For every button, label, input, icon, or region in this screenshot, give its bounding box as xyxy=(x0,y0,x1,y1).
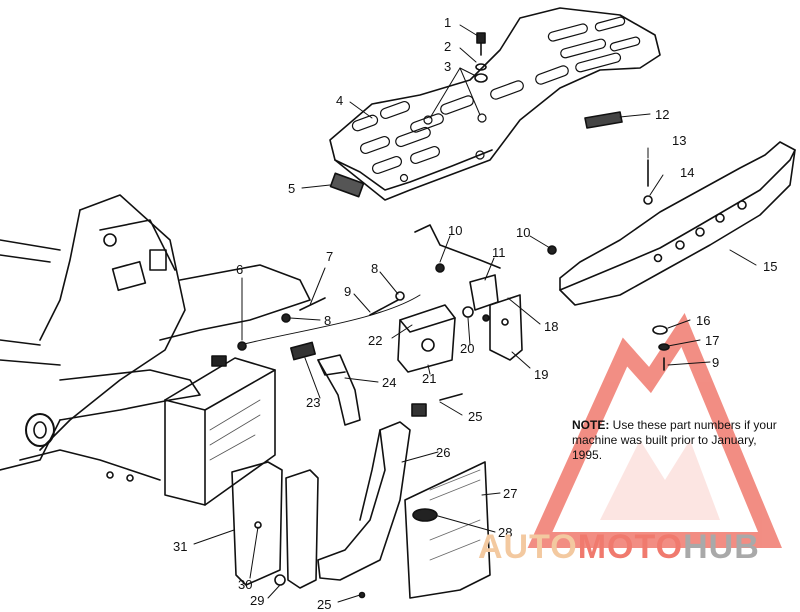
callout-1: 1 xyxy=(444,15,452,30)
chassis-frame xyxy=(0,194,311,482)
callout-24: 24 xyxy=(382,375,397,390)
callout-25-upper: 25 xyxy=(468,409,483,424)
callout-12: 12 xyxy=(655,107,670,122)
watermark-part-hub: HUB xyxy=(683,528,760,566)
part-26-bracket xyxy=(317,421,411,581)
note-text: Use these part numbers if your machine w… xyxy=(572,418,777,462)
part-31-mudflap xyxy=(231,461,319,589)
callout-13: 13 xyxy=(672,133,687,148)
callout-31: 31 xyxy=(173,539,188,554)
part-27-mudflap xyxy=(404,461,491,599)
part-12-strip xyxy=(584,111,623,129)
part-24-bracket xyxy=(317,354,361,426)
battery-box xyxy=(164,355,276,506)
callout-7: 7 xyxy=(326,249,334,264)
callout-8-lower: 8 xyxy=(324,313,332,328)
callout-2: 2 xyxy=(444,39,452,54)
callout-9-right: 9 xyxy=(712,355,720,370)
callout-27: 27 xyxy=(503,486,518,501)
watermark-logo xyxy=(527,313,782,548)
callout-21: 21 xyxy=(422,371,437,386)
part-11-bracket xyxy=(469,274,499,311)
part-21-taillight xyxy=(397,304,456,373)
callout-30: 30 xyxy=(238,577,253,592)
callout-10-left: 10 xyxy=(448,223,463,238)
callout-14: 14 xyxy=(680,165,695,180)
callout-28: 28 xyxy=(498,525,513,540)
callout-15: 15 xyxy=(763,259,778,274)
callout-22: 22 xyxy=(368,333,383,348)
part-10-bracket xyxy=(414,224,501,269)
leader-lines xyxy=(193,24,757,603)
callout-8-upper: 8 xyxy=(371,261,379,276)
callout-11: 11 xyxy=(492,245,506,260)
callout-20: 20 xyxy=(460,341,475,356)
watermark-part-moto: MOTO xyxy=(577,528,684,566)
callout-16: 16 xyxy=(696,313,711,328)
callout-5: 5 xyxy=(288,181,296,196)
watermark-part-auto: AUTO xyxy=(478,528,578,566)
rear-bumper xyxy=(559,141,796,306)
part-5-bracket xyxy=(329,172,365,198)
part-22-wire xyxy=(239,294,421,346)
watermark-text: AUTOMOTOHUB xyxy=(478,528,760,567)
callout-29: 29 xyxy=(250,593,265,608)
callout-18: 18 xyxy=(544,319,559,334)
callout-3: 3 xyxy=(444,59,452,74)
part-1-3-fasteners xyxy=(474,32,488,83)
callout-9-left: 9 xyxy=(344,284,352,299)
date-note: NOTE: Use these part numbers if your mac… xyxy=(572,418,782,463)
callout-23: 23 xyxy=(306,395,321,410)
rear-rack xyxy=(329,7,661,201)
callout-6: 6 xyxy=(236,262,244,277)
callout-10-right: 10 xyxy=(516,225,531,240)
callout-17: 17 xyxy=(705,333,720,348)
callout-25-lower: 25 xyxy=(317,597,332,612)
callout-4: 4 xyxy=(336,93,344,108)
callout-19: 19 xyxy=(534,367,549,382)
part-19-bracket xyxy=(489,294,523,361)
note-label: NOTE: xyxy=(572,418,610,432)
callout-26: 26 xyxy=(436,445,451,460)
